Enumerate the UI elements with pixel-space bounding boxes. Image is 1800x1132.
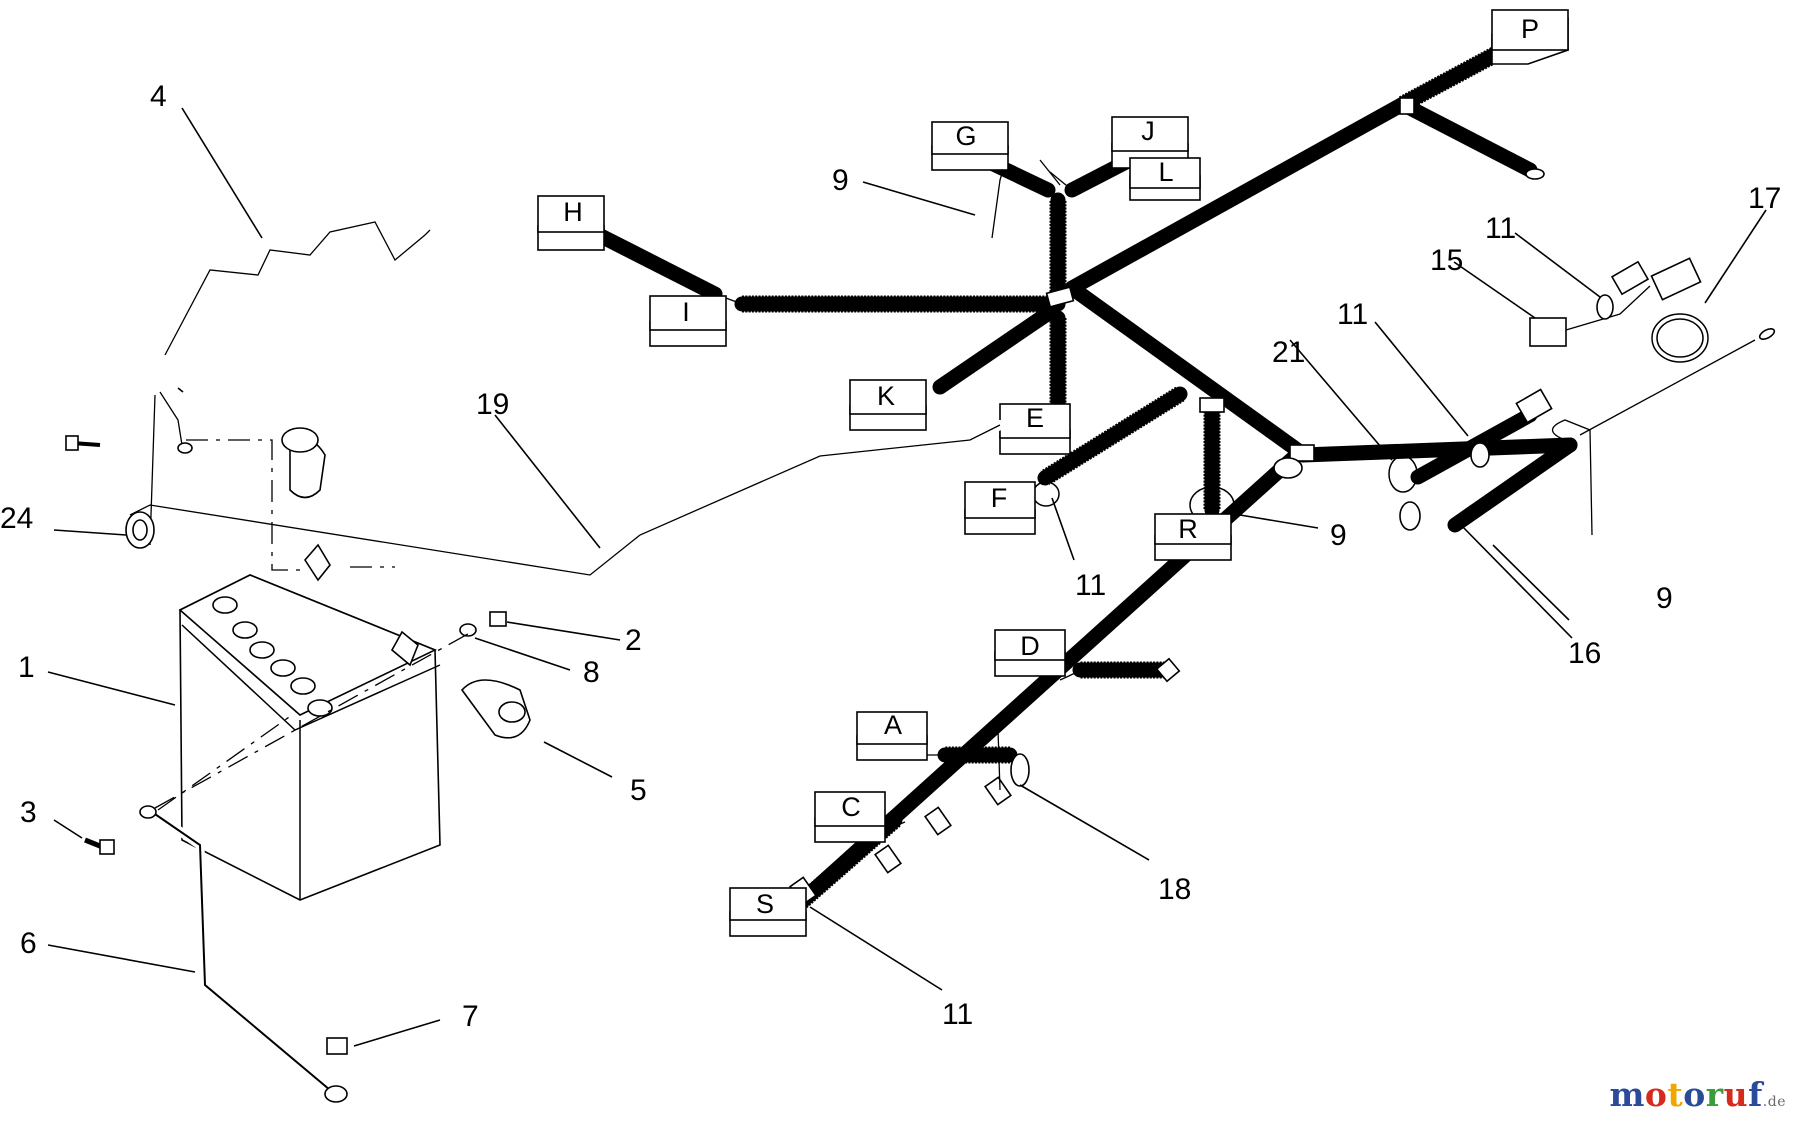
callout-11-right: 11 — [1485, 212, 1516, 245]
connector-f: F — [964, 481, 1036, 535]
connector-boxes: P G J L H I K — [537, 9, 1569, 937]
callout-11-mid: 11 — [1337, 298, 1368, 331]
watermark-letter-m: m — [1609, 1075, 1645, 1114]
watermark-letter-u: u — [1723, 1075, 1749, 1114]
callout-16: 16 — [1568, 637, 1601, 670]
callout-numbers: 4 24 19 1 2 8 5 3 6 7 9 11 9 21 11 11 15… — [0, 80, 1781, 1033]
connector-label-k: K — [877, 381, 895, 411]
callout-5: 5 — [630, 774, 647, 807]
connector-j: J — [1111, 116, 1189, 169]
callout-15: 15 — [1430, 244, 1463, 277]
callout-9-right: 9 — [1656, 582, 1673, 615]
callout-3: 3 — [20, 796, 37, 829]
battery-assembly — [65, 219, 1005, 1103]
callout-24: 24 — [0, 502, 33, 535]
connector-label-i: I — [682, 297, 690, 327]
connector-label-s: S — [756, 889, 774, 919]
connector-d: D — [994, 629, 1066, 677]
callout-8: 8 — [583, 656, 600, 689]
callout-4: 4 — [150, 80, 167, 113]
callout-6: 6 — [20, 927, 37, 960]
connector-g: G — [931, 121, 1009, 171]
connector-label-d: D — [1020, 631, 1040, 661]
watermark-letter-o1: o — [1644, 1075, 1668, 1114]
callout-1: 1 — [18, 651, 35, 684]
connector-label-e: E — [1026, 403, 1044, 433]
connector-s: S — [729, 887, 807, 937]
watermark-letter-r: r — [1705, 1075, 1724, 1114]
connector-label-f: F — [991, 483, 1008, 513]
watermark-letter-f: f — [1748, 1075, 1763, 1114]
connector-e: E — [999, 403, 1071, 455]
callout-11-bottom: 11 — [942, 998, 973, 1031]
callout-9-r: 9 — [1330, 519, 1347, 552]
leader-lines — [47, 107, 1767, 1047]
watermark-letter-t: t — [1667, 1075, 1684, 1114]
connector-l: L — [1129, 157, 1201, 201]
battery-vent-caps — [212, 596, 333, 717]
connector-label-g: G — [955, 121, 976, 151]
watermark-logo: motoruf.de — [1610, 1075, 1787, 1114]
callout-9-top: 9 — [832, 164, 849, 197]
callout-2: 2 — [625, 624, 642, 657]
watermark-letter-o2: o — [1683, 1075, 1706, 1114]
connector-label-h: H — [563, 197, 583, 227]
callout-17: 17 — [1748, 182, 1781, 215]
connector-label-p: P — [1521, 14, 1539, 44]
connector-label-j: J — [1141, 116, 1155, 146]
connector-label-a: A — [884, 710, 902, 740]
watermark-suffix: .de — [1762, 1094, 1786, 1110]
connector-p: P — [1491, 9, 1569, 65]
callout-19: 19 — [476, 388, 509, 421]
connector-c: C — [814, 791, 886, 843]
connector-label-r: R — [1178, 514, 1198, 544]
connector-r: R — [1154, 513, 1232, 561]
callout-7: 7 — [462, 1000, 479, 1033]
connector-a: A — [856, 710, 928, 761]
connector-label-c: C — [841, 792, 861, 822]
callout-21: 21 — [1272, 336, 1305, 369]
connector-label-l: L — [1158, 157, 1173, 187]
callout-11-f: 11 — [1075, 569, 1106, 602]
callout-18: 18 — [1158, 873, 1191, 906]
connector-h: H — [537, 195, 605, 251]
connector-k: K — [849, 379, 927, 431]
connector-i: I — [649, 295, 727, 347]
